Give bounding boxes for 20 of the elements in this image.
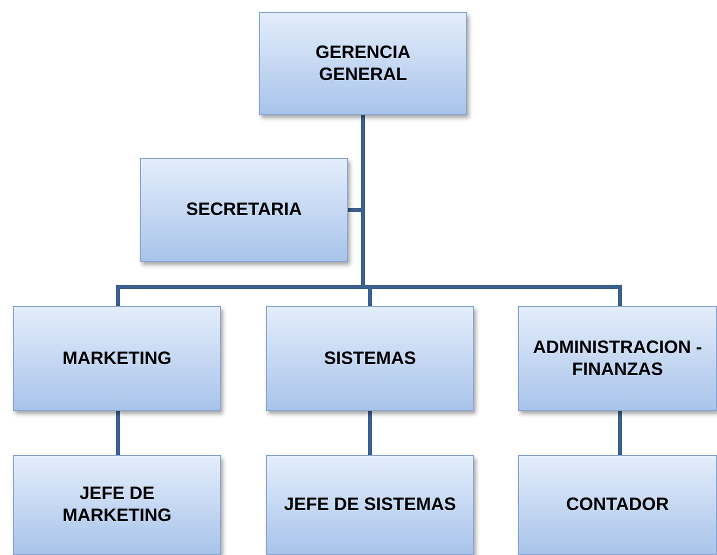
box-label: SECRETARIA	[186, 199, 302, 221]
connector-line	[368, 411, 372, 455]
org-box	[266, 306, 474, 411]
box-label: GERENCIA GENERAL	[314, 42, 412, 86]
org-box	[266, 455, 474, 555]
box-label: CONTADOR	[566, 494, 669, 516]
org-box	[518, 306, 717, 411]
box-label: ADMINISTRACION - FINANZAS	[532, 336, 703, 380]
box-label: SISTEMAS	[324, 348, 416, 370]
box-label: MARKETING	[62, 348, 172, 370]
box-label: JEFE DE MARKETING	[62, 483, 172, 527]
org-box	[13, 306, 221, 411]
connector-line	[116, 411, 120, 455]
org-box	[13, 455, 221, 555]
box-label: JEFE DE SISTEMAS	[284, 494, 456, 516]
org-box	[259, 12, 467, 115]
org-box	[518, 455, 717, 555]
connector-line	[618, 411, 622, 455]
connector-line	[361, 115, 622, 306]
org-box	[140, 158, 348, 262]
